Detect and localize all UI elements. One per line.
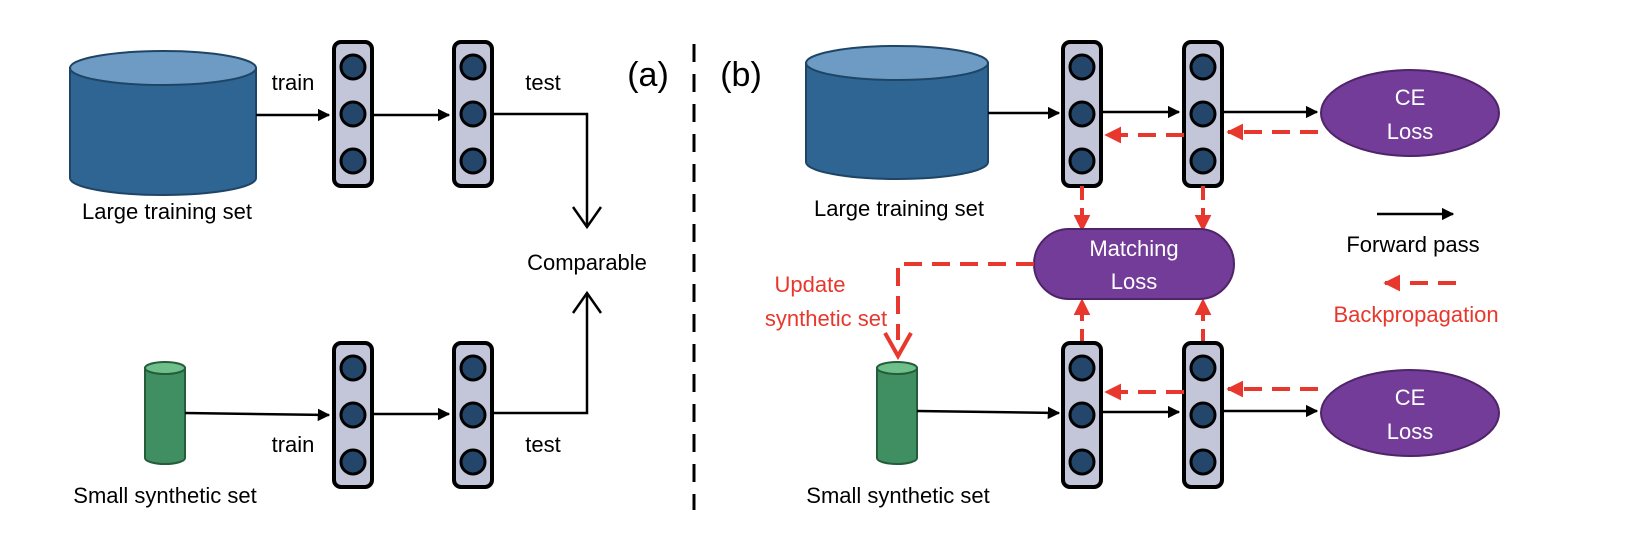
network-a-top-1: [332, 40, 374, 188]
network-b-bottom-1: [1061, 341, 1103, 489]
ce-loss-bottom: CE Loss: [1320, 369, 1500, 457]
open-arrowhead-down: [571, 206, 603, 230]
neuron: [1068, 401, 1096, 429]
comparable-label: Comparable: [527, 250, 647, 275]
network-b-top-1: [1061, 40, 1103, 188]
train-label-top: train: [272, 70, 315, 95]
neuron: [1189, 100, 1217, 128]
neuron: [459, 147, 487, 175]
neuron: [1189, 401, 1217, 429]
panel-b: (b) Large training set CE Loss: [720, 40, 1500, 508]
update-arrowhead: [883, 332, 913, 361]
small-set-caption: Small synthetic set: [73, 483, 256, 508]
legend-backprop-label: Backpropagation: [1333, 302, 1498, 327]
neuron: [459, 53, 487, 81]
test-path-top: [492, 112, 589, 225]
ce-loss-top-line2: Loss: [1387, 119, 1433, 144]
small-dataset-cylinder: [144, 361, 186, 465]
network-b-bottom-2: [1182, 341, 1224, 489]
open-arrowhead-up: [571, 290, 603, 314]
neuron: [339, 147, 367, 175]
neuron: [459, 100, 487, 128]
neuron: [459, 354, 487, 382]
neuron: [339, 53, 367, 81]
update-label-line1: Update: [775, 272, 846, 297]
update-synthetic-arrow: [896, 262, 1034, 340]
neuron: [1189, 147, 1217, 175]
matching-loss: Matching Loss: [1033, 228, 1235, 300]
large-set-caption: Large training set: [814, 196, 984, 221]
matching-loss-line2: Loss: [1111, 269, 1157, 294]
large-set-caption: Large training set: [82, 199, 252, 224]
neuron: [339, 354, 367, 382]
ce-loss-top-line1: CE: [1395, 85, 1426, 110]
neuron: [1068, 100, 1096, 128]
network-a-top-2: [452, 40, 494, 188]
small-dataset-cylinder: [876, 361, 918, 465]
panel-b-label: (b): [720, 56, 762, 94]
neuron: [339, 448, 367, 476]
forward-arrow: [916, 406, 1061, 420]
legend-forward-label: Forward pass: [1346, 232, 1479, 257]
neuron: [459, 448, 487, 476]
matching-loss-line1: Matching: [1089, 236, 1178, 261]
neuron: [459, 401, 487, 429]
test-path-bottom: [492, 294, 589, 415]
test-label-bottom: test: [525, 432, 560, 457]
panel-a-label: (a): [627, 56, 669, 94]
legend: Forward pass Backpropagation: [1333, 207, 1499, 327]
test-label-top: test: [525, 70, 560, 95]
neuron: [1068, 53, 1096, 81]
train-label-bottom: train: [272, 432, 315, 457]
network-a-bottom-1: [332, 341, 374, 489]
ce-loss-bottom-line2: Loss: [1387, 419, 1433, 444]
ce-loss-bottom-line1: CE: [1395, 385, 1426, 410]
ce-loss-top: CE Loss: [1320, 69, 1500, 157]
small-set-caption: Small synthetic set: [806, 483, 989, 508]
neuron: [1189, 354, 1217, 382]
neuron: [1068, 147, 1096, 175]
neuron: [339, 401, 367, 429]
panel-a: Large training set train test Comparable: [69, 40, 669, 508]
update-label-line2: synthetic set: [765, 306, 887, 331]
neuron: [339, 100, 367, 128]
large-dataset-cylinder: [69, 50, 257, 196]
large-dataset-cylinder: [805, 45, 989, 180]
network-b-top-2: [1182, 40, 1224, 188]
neuron: [1068, 448, 1096, 476]
network-a-bottom-2: [452, 341, 494, 489]
neuron: [1068, 354, 1096, 382]
neuron: [1189, 53, 1217, 81]
neuron: [1189, 448, 1217, 476]
train-arrow-bottom: [184, 408, 331, 422]
